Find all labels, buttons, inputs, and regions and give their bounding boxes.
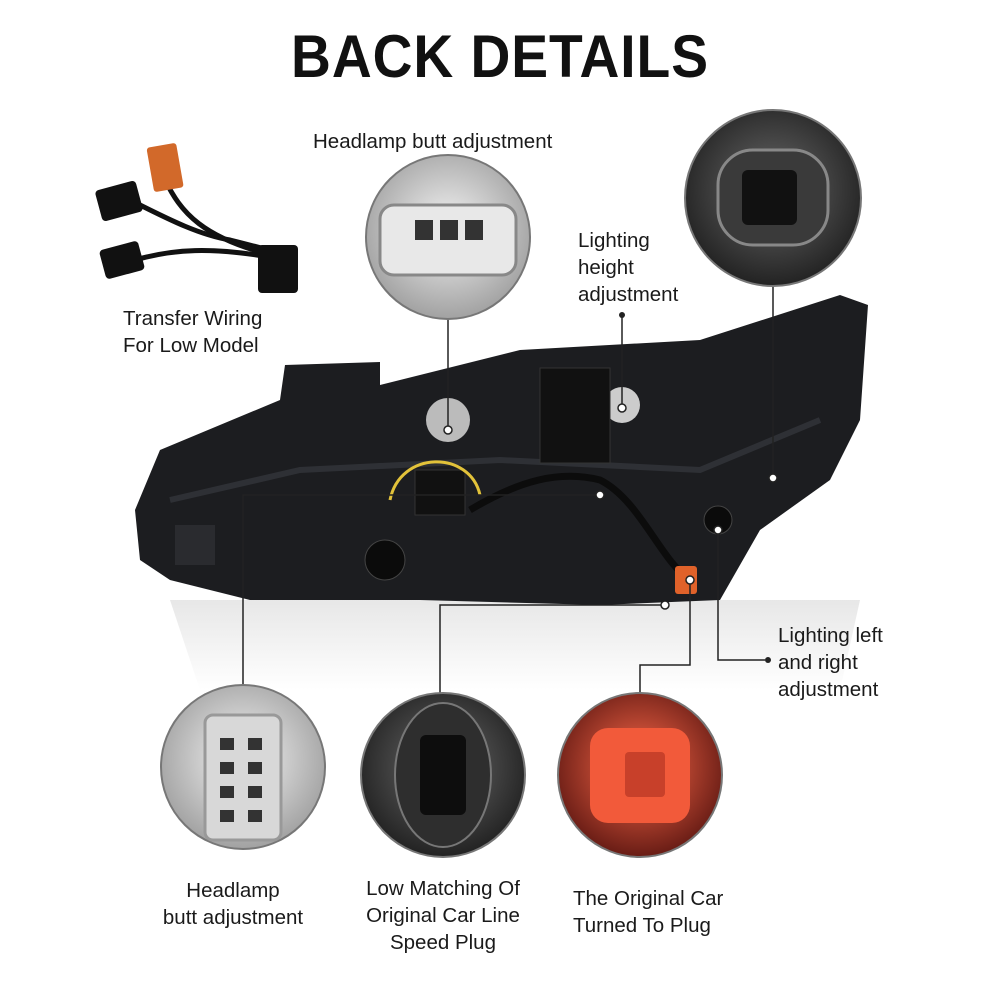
detail-original-plug xyxy=(557,692,723,858)
label-lighting-left-right: Lighting left and right adjustment xyxy=(778,622,883,703)
detail-headlamp-connector-bottom xyxy=(160,684,326,850)
label-line: Low Matching Of xyxy=(366,877,520,900)
label-line: Speed Plug xyxy=(389,931,496,954)
label-original-car: The Original Car Turned To Plug xyxy=(573,885,723,939)
label-line: and right xyxy=(778,651,858,674)
page-title: BACK DETAILS xyxy=(291,23,709,90)
detail-height-connector xyxy=(684,109,862,287)
headlamp-body xyxy=(135,295,868,605)
label-line: adjustment xyxy=(578,283,679,306)
label-line: Lighting xyxy=(578,229,650,252)
label-headlamp-butt-top: Headlamp butt adjustment xyxy=(313,130,553,153)
label-low-matching: Low Matching Of Original Car Line Speed … xyxy=(333,875,553,956)
detail-speed-plug xyxy=(360,692,526,858)
label-transfer-wiring: Transfer Wiring For Low Model xyxy=(123,305,262,359)
leader-lines xyxy=(242,287,774,693)
label-headlamp-butt-bottom: Headlamp butt adjustment xyxy=(133,877,333,931)
transfer-wiring-harness xyxy=(95,143,298,293)
label-line: height xyxy=(578,256,634,279)
label-line: adjustment xyxy=(778,678,879,701)
reflection xyxy=(170,600,860,690)
label-line: Turned To Plug xyxy=(573,914,711,937)
leader-dots xyxy=(443,403,778,610)
label-line: For Low Model xyxy=(123,334,259,357)
label-line: Original Car Line xyxy=(366,904,520,927)
detail-headlamp-connector-top xyxy=(365,154,531,320)
label-line: Lighting left xyxy=(778,624,883,647)
label-line: Transfer Wiring xyxy=(123,307,263,330)
label-lighting-height: Lighting height adjustment xyxy=(578,227,678,308)
label-line: Headlamp xyxy=(186,879,280,902)
label-line: The Original Car xyxy=(573,887,724,910)
label-line: butt adjustment xyxy=(162,906,304,929)
